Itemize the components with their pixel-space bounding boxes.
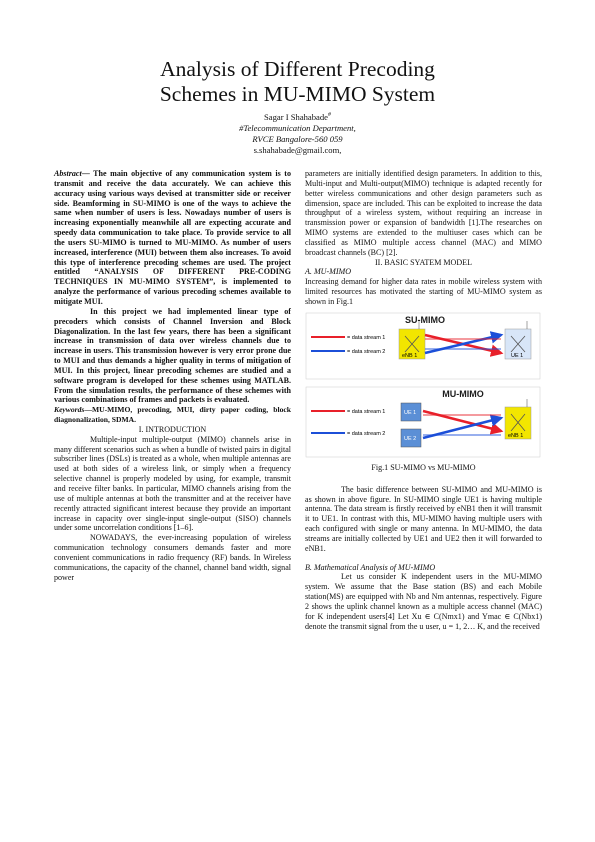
mu-ue1-label: UE 1 xyxy=(404,410,416,416)
author-name-line: Sagar I Shahabade# xyxy=(0,110,595,123)
su-legend-2: = data stream 2 xyxy=(347,349,385,355)
mu-ue2-label: UE 2 xyxy=(404,436,416,442)
author-mark: # xyxy=(327,112,331,118)
su-ue1-label: UE 1 xyxy=(511,353,523,359)
mu-legend-2: = data stream 2 xyxy=(347,431,385,437)
subsection-b-heading: B. Mathematical Analysis of MU-MIMO xyxy=(305,562,436,572)
abstract-text-1: — The main objective of any communicatio… xyxy=(54,169,291,306)
keywords: Keywords—MU-MIMO, precoding, MUI, dirty … xyxy=(54,405,291,425)
subsection-b-para: Let us consider K independent users in t… xyxy=(305,572,542,631)
author-dept: #Telecommunication Department, xyxy=(239,122,356,133)
abstract-para-2: In this project we had implemented linea… xyxy=(54,306,291,405)
right-column: parameters are initially identified desi… xyxy=(305,169,542,631)
continued-para: parameters are initially identified desi… xyxy=(305,169,542,257)
mu-ue2-box xyxy=(400,428,422,448)
su-legend-1: = data stream 1 xyxy=(347,335,385,341)
paper-title: Analysis of Different Precoding Schemes … xyxy=(0,57,595,107)
section-2-heading: II. BASIC SYATEM MODEL xyxy=(374,257,472,267)
su-enb1-cross xyxy=(404,335,420,353)
author-email: s.shahabade@gmail.com, xyxy=(253,144,342,155)
keywords-label: Keywords xyxy=(54,405,85,415)
author-block: Sagar I Shahabade# #Telecommunication De… xyxy=(0,110,595,156)
title-line-2: Schemes in MU-MIMO System xyxy=(159,82,436,106)
title-line-1: Analysis of Different Precoding xyxy=(160,57,435,81)
subsection-b-intro-para: The basic difference between SU-MIMO and… xyxy=(305,484,542,553)
mu-enb1-label: eNB 1 xyxy=(508,433,523,439)
su-blue-path xyxy=(424,331,504,355)
mu-enb1-cross xyxy=(510,413,526,432)
su-enb1-label: eNB 1 xyxy=(402,353,417,359)
section-1-heading: I. INTRODUCTION xyxy=(138,424,207,434)
keywords-text: —MU-MIMO, precoding, MUI, dirty paper co… xyxy=(54,405,291,425)
figure-1: SU-MIMO = data stream 1 = data stream 2 … xyxy=(305,311,542,461)
figure-1-caption: Fig.1 SU-MIMO vs MU-MIMO xyxy=(371,462,476,472)
subsection-a-heading: A. MU-MIMO xyxy=(305,267,352,277)
author-inst: RVCE Bangalore-560 059 xyxy=(252,133,343,144)
author-name: Sagar I Shahabade xyxy=(264,111,328,122)
mu-legend-1: = data stream 1 xyxy=(347,409,385,415)
subsection-a-para: Increasing demand for higher data rates … xyxy=(305,277,542,306)
su-mimo-title: SU-MIMO xyxy=(405,315,445,325)
su-ue1-box xyxy=(504,328,532,360)
intro-para-2: NOWADAYS, the ever-increasing population… xyxy=(54,533,291,582)
mu-ue1-box xyxy=(400,402,422,422)
intro-para-1: Multiple-input multiple-output (MIMO) ch… xyxy=(54,434,291,533)
mu-mimo-title: MU-MIMO xyxy=(442,389,484,399)
abstract-para-1: Abstract— The main objective of any comm… xyxy=(54,169,291,307)
abstract-label: Abstract xyxy=(54,169,82,178)
su-ue1-cross xyxy=(510,335,526,353)
left-column: Abstract— The main objective of any comm… xyxy=(54,169,291,582)
figure-1-diagram: SU-MIMO = data stream 1 = data stream 2 … xyxy=(305,312,541,458)
